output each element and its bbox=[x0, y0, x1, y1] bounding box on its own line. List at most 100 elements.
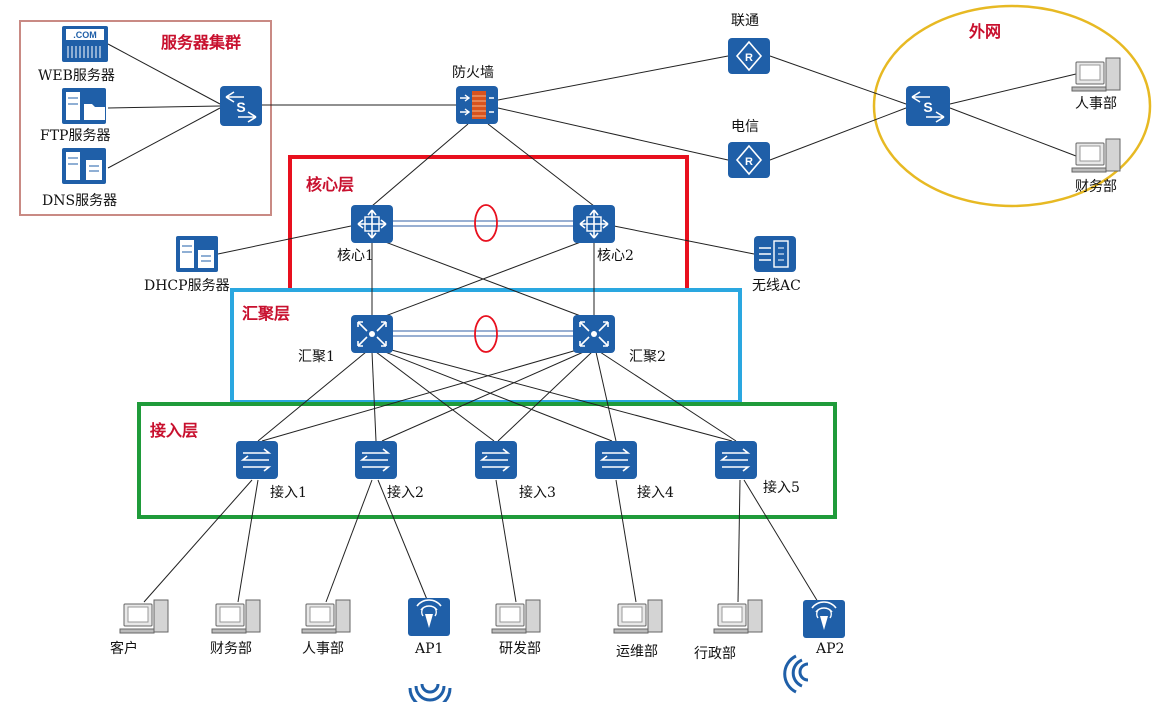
link-firewall-unicom bbox=[497, 55, 729, 101]
core-switch-2-label: 核心2 bbox=[597, 248, 634, 264]
aggregation-switch-1[interactable]: 汇聚1 bbox=[298, 315, 393, 365]
link-acc3-rnd bbox=[495, 479, 517, 603]
ftp-server-icon bbox=[62, 88, 106, 124]
pc-icon bbox=[1071, 57, 1121, 92]
endpoint-admin[interactable]: 行政部 bbox=[694, 599, 763, 662]
svg-text:S: S bbox=[923, 99, 932, 115]
link-acc1-finance bbox=[237, 479, 259, 603]
link-acc2-ap1 bbox=[377, 479, 429, 603]
core-link-aggregation-ellipse bbox=[474, 204, 498, 242]
pc-icon bbox=[211, 599, 261, 634]
dhcp-server-icon bbox=[176, 236, 218, 272]
zone-title-access: 接入层 bbox=[150, 421, 198, 440]
link-ftp-switch bbox=[107, 105, 221, 109]
access-switch-5-label: 接入5 bbox=[763, 479, 800, 496]
external-host-hr[interactable]: 人事部 bbox=[1071, 57, 1121, 112]
link-agg2-acc2 bbox=[381, 349, 589, 442]
access-switch-2-label: 接入2 bbox=[387, 484, 424, 501]
link-acc5-admin bbox=[737, 479, 741, 603]
endpoint-ap1[interactable]: AP1 bbox=[408, 598, 452, 702]
endpoint-ap2[interactable]: AP2 bbox=[783, 600, 845, 694]
dhcp-server-label: DHCP服务器 bbox=[144, 278, 230, 294]
link-acc5-ap2 bbox=[743, 479, 819, 603]
wireless-ac[interactable]: 无线AC bbox=[752, 236, 801, 294]
link-agg1-acc5 bbox=[383, 347, 733, 442]
isp-unicom-router[interactable]: R 联通 bbox=[728, 13, 770, 74]
external-network-zone bbox=[872, 4, 1152, 208]
zone-title-external: 外网 bbox=[968, 22, 1001, 41]
aggregation-trunk bbox=[392, 315, 574, 353]
link-agg2-acc5 bbox=[599, 351, 737, 442]
wireless-ap-icon bbox=[803, 600, 845, 638]
external-host-hr-label: 人事部 bbox=[1075, 96, 1117, 112]
access-switch-5[interactable]: 接入5 bbox=[715, 441, 800, 496]
access-switch-icon bbox=[236, 441, 278, 479]
ftp-server[interactable]: FTP服务器 bbox=[40, 88, 110, 144]
wireless-ac-icon bbox=[754, 236, 796, 272]
link-firewall-core2 bbox=[487, 123, 595, 207]
endpoint-customer[interactable]: 客户 bbox=[110, 599, 169, 657]
core-switch-icon bbox=[573, 205, 615, 243]
access-switch-4[interactable]: 接入4 bbox=[595, 441, 674, 501]
pc-icon bbox=[713, 599, 763, 634]
endpoint-hr[interactable]: 人事部 bbox=[301, 599, 351, 657]
zone-title-server-cluster: 服务器集群 bbox=[161, 33, 241, 52]
external-host-finance-label: 财务部 bbox=[1075, 179, 1117, 195]
core-switch-1-label: 核心1 bbox=[337, 248, 374, 264]
svg-text:S: S bbox=[236, 99, 245, 115]
dns-server-icon bbox=[62, 148, 106, 184]
pc-icon bbox=[491, 599, 541, 634]
links bbox=[107, 43, 1077, 603]
endpoint-customer-label: 客户 bbox=[110, 640, 138, 657]
endpoint-rnd[interactable]: 研发部 bbox=[491, 599, 541, 657]
zone-title-aggregation: 汇聚层 bbox=[242, 304, 290, 323]
access-switch-icon bbox=[595, 441, 637, 479]
isp-unicom-label: 联通 bbox=[731, 13, 759, 29]
switch-icon: S bbox=[220, 86, 262, 126]
dhcp-server[interactable]: DHCP服务器 bbox=[144, 236, 230, 294]
web-server[interactable]: .COM WEB服务器 bbox=[38, 26, 115, 84]
access-switch-1-label: 接入1 bbox=[270, 484, 307, 501]
external-host-finance[interactable]: 财务部 bbox=[1071, 138, 1121, 195]
isp-telecom-router[interactable]: R 电信 bbox=[728, 119, 770, 178]
link-agg1-acc2 bbox=[371, 351, 377, 442]
server-cluster-switch[interactable]: S bbox=[220, 86, 262, 126]
pc-icon bbox=[613, 599, 663, 634]
wifi-signal-icon bbox=[408, 683, 452, 702]
web-server-label: WEB服务器 bbox=[38, 68, 115, 84]
pc-icon bbox=[1071, 138, 1121, 173]
dns-server-label: DNS服务器 bbox=[42, 193, 117, 209]
link-acc4-ops bbox=[615, 479, 637, 603]
web-server-badge: .COM bbox=[73, 30, 97, 40]
firewall[interactable]: 防火墙 bbox=[452, 65, 498, 124]
link-unicom-extswitch bbox=[769, 55, 907, 105]
access-switch-3-label: 接入3 bbox=[519, 484, 556, 501]
link-core2-ac bbox=[613, 225, 755, 255]
svg-text:R: R bbox=[745, 52, 753, 64]
endpoint-finance-label: 财务部 bbox=[210, 641, 252, 657]
endpoint-finance[interactable]: 财务部 bbox=[210, 599, 261, 657]
core-switch-1[interactable]: 核心1 bbox=[337, 205, 393, 264]
link-acc2-hr bbox=[325, 479, 373, 603]
core-switch-2[interactable]: 核心2 bbox=[573, 205, 634, 264]
access-switch-1[interactable]: 接入1 bbox=[236, 441, 307, 501]
external-switch[interactable]: S bbox=[906, 86, 950, 126]
endpoint-rnd-label: 研发部 bbox=[499, 641, 541, 657]
endpoint-ops[interactable]: 运维部 bbox=[613, 599, 663, 660]
endpoint-ops-label: 运维部 bbox=[616, 644, 658, 660]
isp-telecom-label: 电信 bbox=[731, 119, 759, 135]
access-layer-zone bbox=[137, 402, 837, 519]
wifi-signal-icon bbox=[783, 654, 809, 694]
link-extswitch-hr bbox=[949, 73, 1077, 105]
access-switch-3[interactable]: 接入3 bbox=[475, 441, 556, 501]
access-switch-2[interactable]: 接入2 bbox=[355, 441, 424, 501]
dns-server[interactable]: DNS服务器 bbox=[42, 148, 117, 209]
wireless-ap-icon bbox=[408, 598, 450, 636]
ftp-server-label: FTP服务器 bbox=[40, 128, 110, 144]
aggregation-switch-2[interactable]: 汇聚2 bbox=[573, 315, 666, 365]
wireless-ac-label: 无线AC bbox=[752, 278, 801, 294]
endpoint-hr-label: 人事部 bbox=[302, 641, 344, 657]
access-switch-icon bbox=[475, 441, 517, 479]
link-agg2-acc1 bbox=[261, 347, 585, 442]
